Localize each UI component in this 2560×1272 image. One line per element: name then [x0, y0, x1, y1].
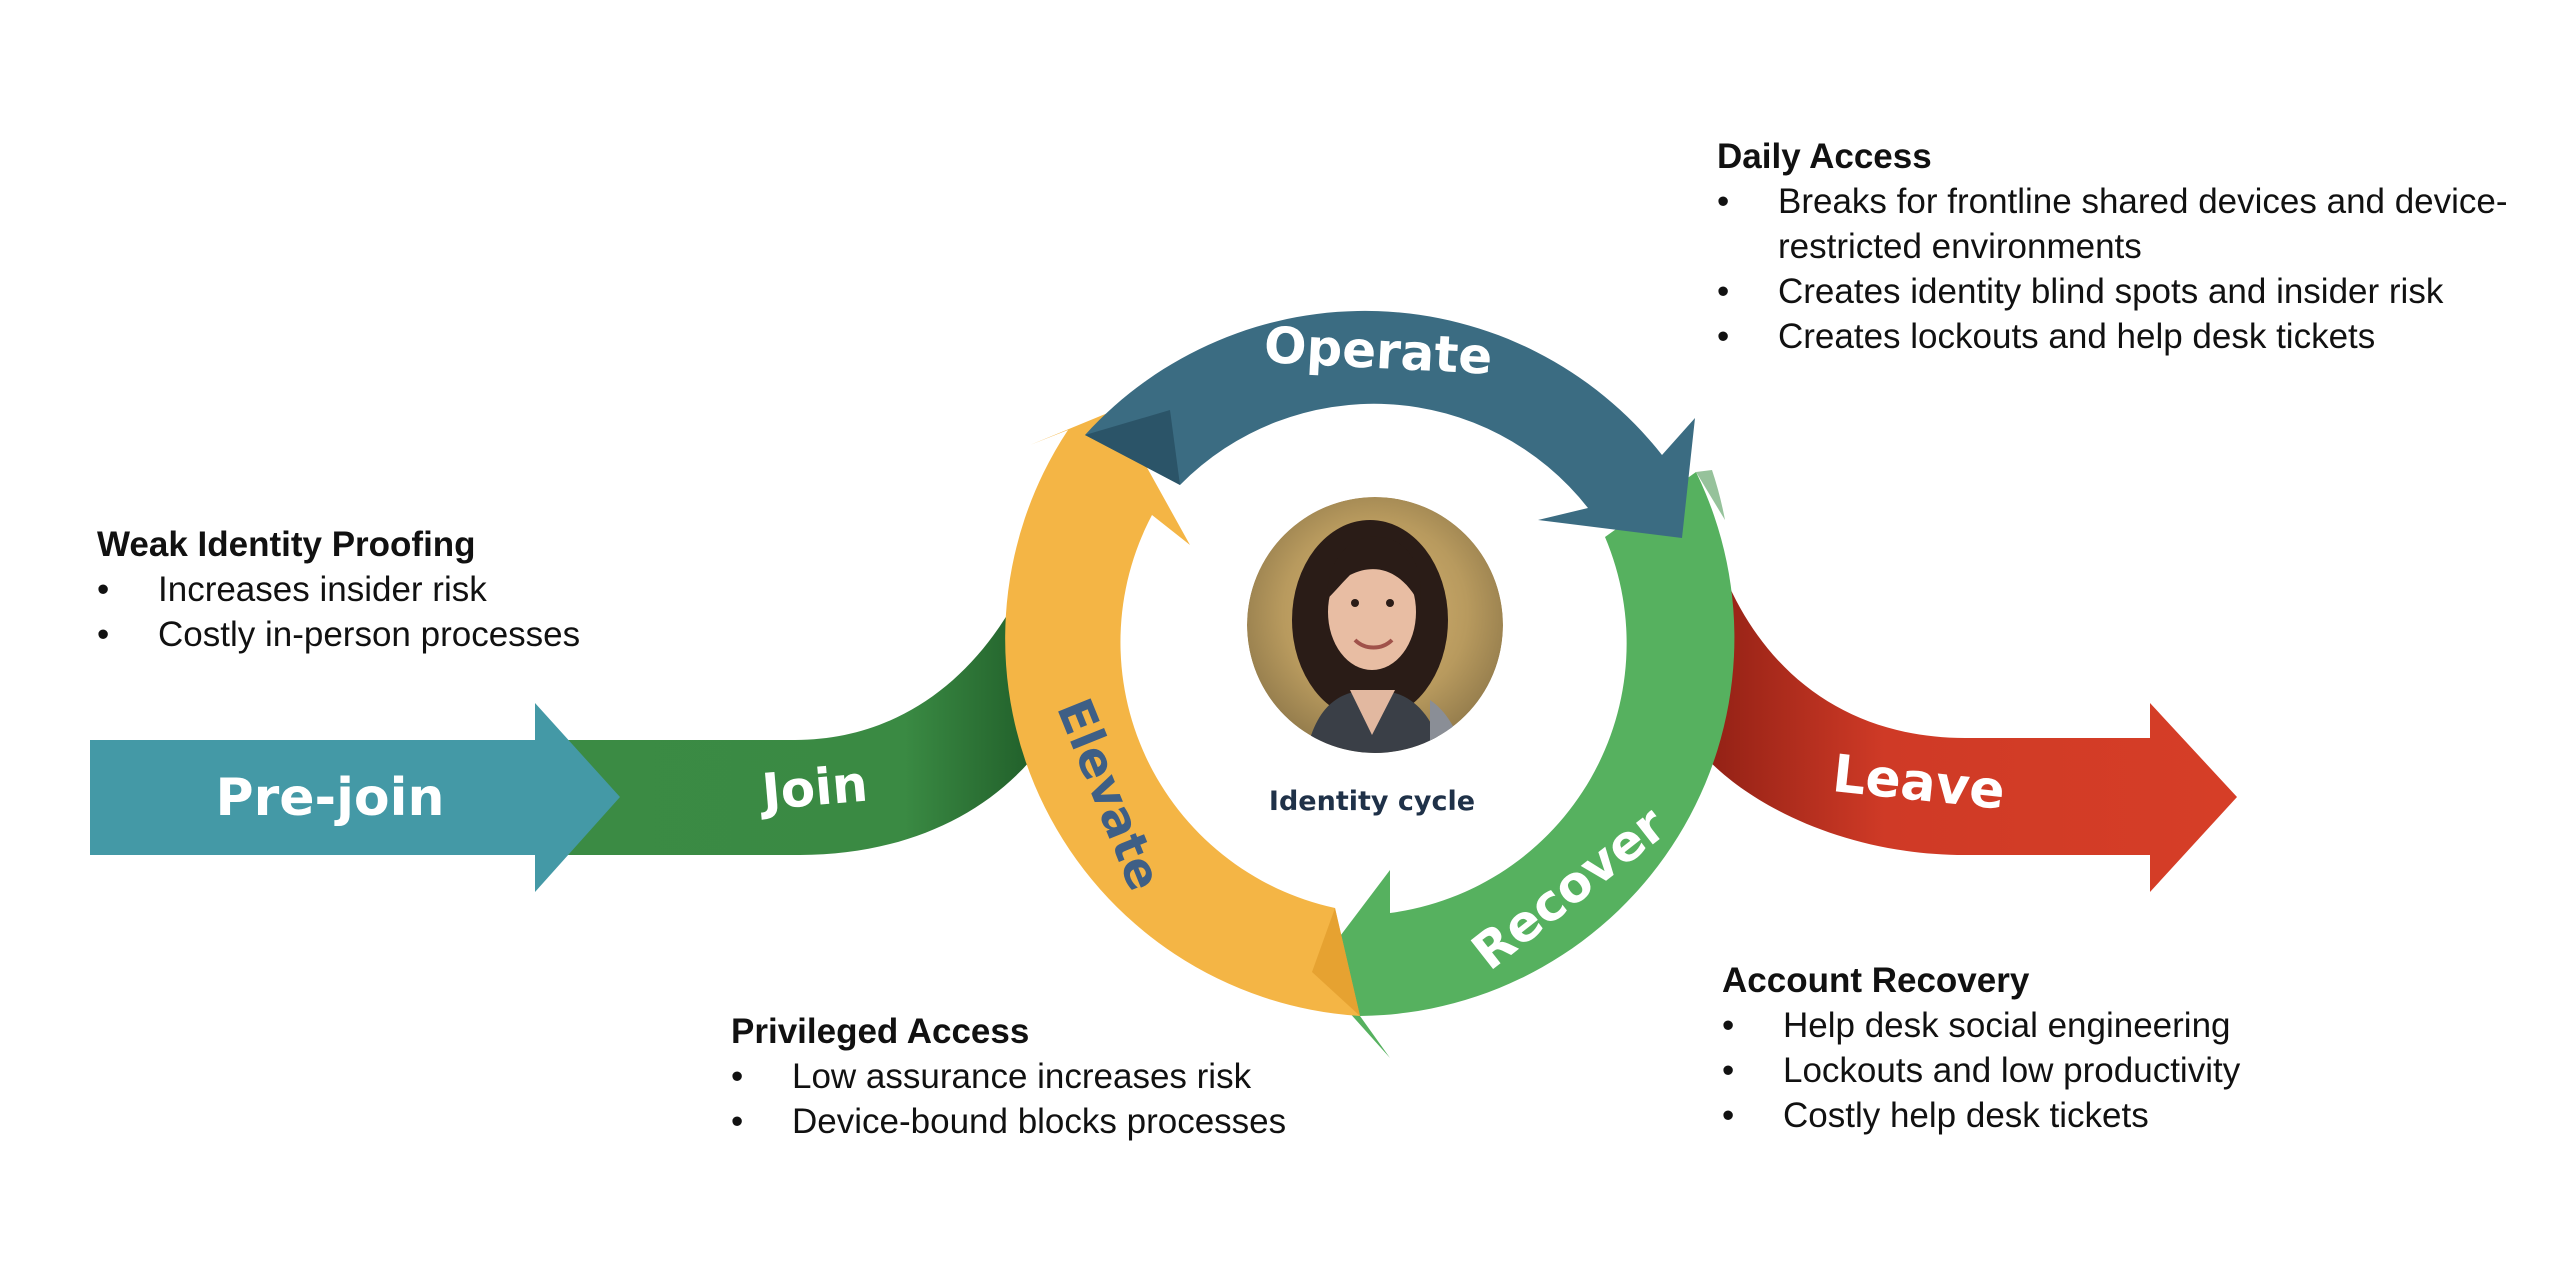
operate-arrow-shadow — [1085, 410, 1180, 485]
stage-label-prejoin: Pre-join — [216, 768, 445, 828]
note-account-recovery: Account Recovery Help desk social engine… — [1722, 958, 2422, 1138]
prejoin-arrow: Pre-join — [90, 703, 620, 892]
elevate-arrow-shadow — [1312, 908, 1360, 1016]
prejoin-arrow-body — [90, 703, 620, 892]
note-weak-identity-proofing: Weak Identity Proofing Increases insider… — [97, 522, 797, 657]
center-caption: Identity cycle — [1269, 786, 1475, 817]
operate-arrow-body — [1085, 310, 1695, 538]
recover-arrow-body — [1313, 472, 1735, 1058]
note-privileged-access-title: Privileged Access — [731, 1012, 1030, 1051]
note-weak-identity-proofing-title: Weak Identity Proofing — [97, 525, 476, 564]
list-item: Device-bound blocks processes — [731, 1099, 1431, 1144]
list-item: Costly help desk tickets — [1722, 1093, 2422, 1138]
note-daily-access-list: Breaks for frontline shared devices and … — [1717, 179, 2517, 359]
list-item: Creates identity blind spots and insider… — [1717, 269, 2517, 314]
note-privileged-access-list: Low assurance increases risk Device-boun… — [731, 1054, 1431, 1144]
list-item: Breaks for frontline shared devices and … — [1717, 179, 2517, 269]
stage-label-operate: Operate — [1263, 316, 1494, 386]
note-daily-access: Daily Access Breaks for frontline shared… — [1717, 134, 2517, 359]
note-privileged-access: Privileged Access Low assurance increase… — [731, 1009, 1431, 1144]
stage-label-join: Join — [757, 755, 870, 822]
note-daily-access-title: Daily Access — [1717, 137, 1932, 176]
elevate-arrow-body — [1005, 410, 1360, 1016]
list-item: Low assurance increases risk — [731, 1054, 1431, 1099]
list-item: Creates lockouts and help desk tickets — [1717, 314, 2517, 359]
recover-arrow-shadow — [1696, 470, 1725, 520]
list-item: Increases insider risk — [97, 567, 797, 612]
avatar — [1247, 497, 1503, 753]
list-item: Lockouts and low productivity — [1722, 1048, 2422, 1093]
note-weak-identity-proofing-list: Increases insider risk Costly in-person … — [97, 567, 797, 657]
note-account-recovery-title: Account Recovery — [1722, 961, 2030, 1000]
join-arrow-body — [565, 560, 1050, 855]
operate-segment: Operate — [1085, 310, 1695, 538]
leave-arrow: Leave — [1695, 488, 2237, 892]
list-item: Help desk social engineering — [1722, 1003, 2422, 1048]
join-arrow: Join — [565, 560, 1050, 855]
leave-arrow-body — [1695, 488, 2237, 892]
note-account-recovery-list: Help desk social engineering Lockouts an… — [1722, 1003, 2422, 1138]
list-item: Costly in-person processes — [97, 612, 797, 657]
